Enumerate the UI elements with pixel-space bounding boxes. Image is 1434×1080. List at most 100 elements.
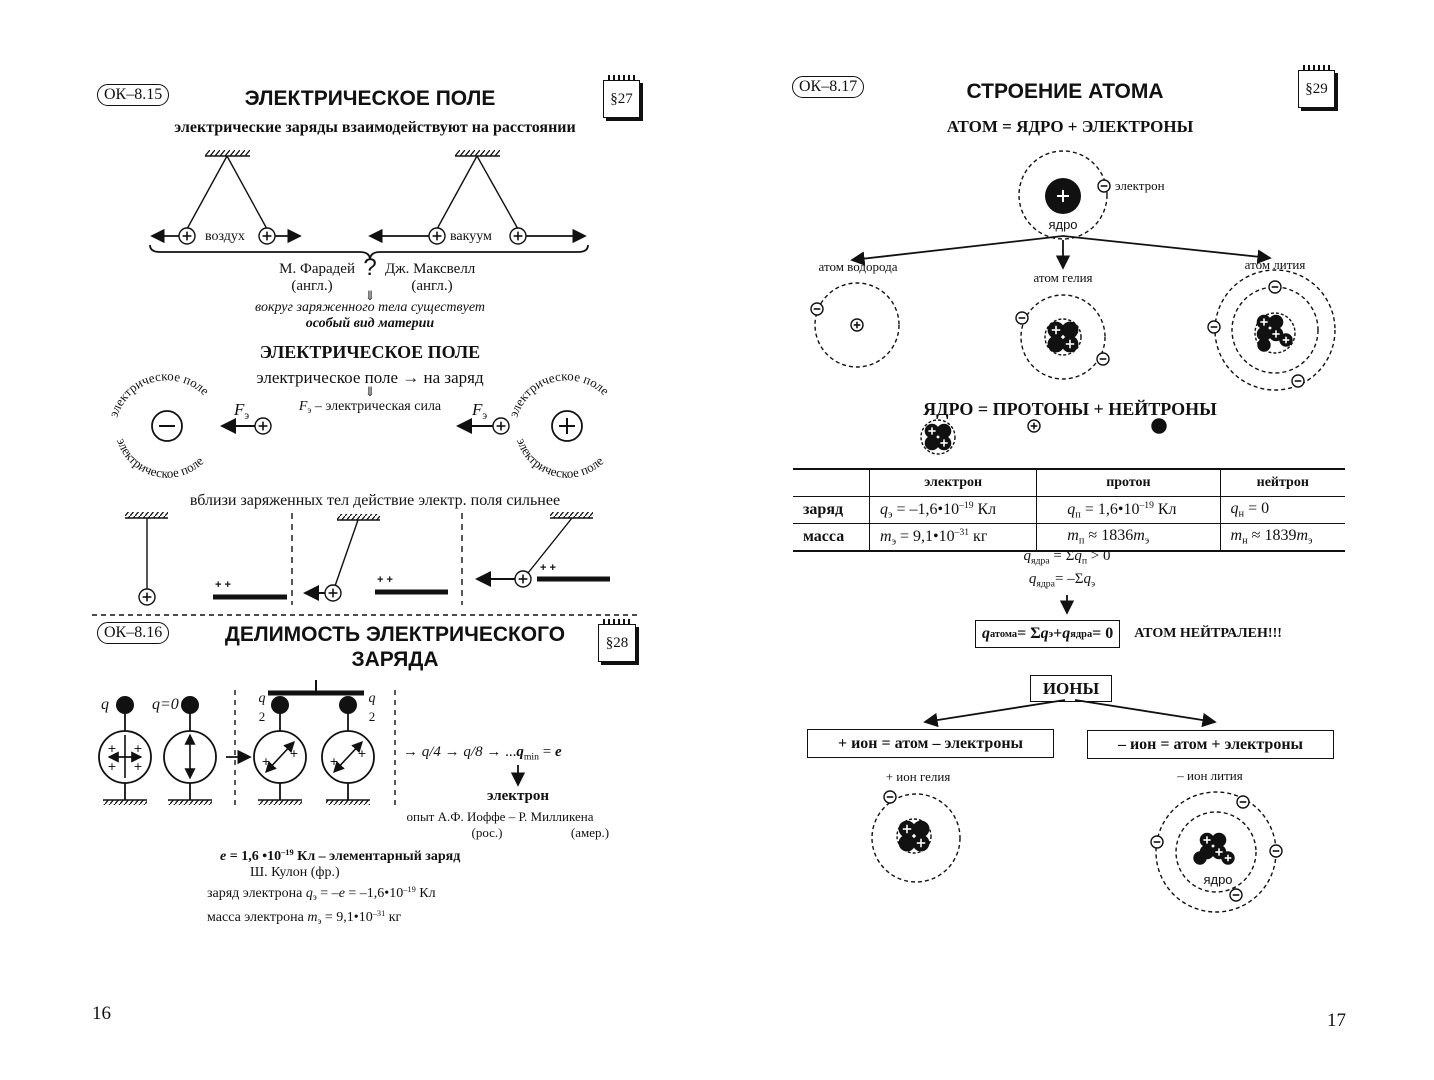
proton-icon: [428, 227, 446, 245]
formula-part: = Σ: [1017, 625, 1041, 642]
formula-part: атома: [990, 628, 1018, 640]
formula-part: заряд электрона: [207, 886, 306, 902]
formula-part: – электрическая сила: [311, 399, 442, 414]
formula-part: q: [1040, 625, 1049, 642]
formula-part: e: [220, 849, 227, 865]
formula-part: e: [338, 886, 345, 902]
table-header: электрон: [868, 469, 1037, 497]
formula-part: э: [1308, 535, 1313, 547]
formula-part: q: [1028, 571, 1037, 587]
ceiling-hatch: [125, 512, 168, 519]
formula-part: = 1,6•10: [1080, 500, 1140, 518]
formula-part: →: [403, 744, 422, 760]
formula-part: –31: [954, 526, 970, 538]
formula-part: m: [1230, 527, 1243, 545]
brace: [149, 244, 589, 261]
electron-label: электрон: [1115, 178, 1165, 193]
paragraph-notepad-icon: §27: [603, 75, 640, 118]
helium-label: атом гелия: [1033, 270, 1093, 285]
proton-icon: [912, 834, 930, 852]
section-code-8-15: ОК–8.15: [97, 84, 170, 106]
paragraph-notepad-icon: §28: [598, 619, 636, 662]
plus-plus-label-2: + +: [377, 574, 393, 586]
proton-icon: [1047, 321, 1065, 339]
formula-part: –19: [959, 499, 974, 511]
electron-charge-formula: заряд электрона qэ = –e = –1,6•10–19 Кл: [207, 885, 436, 902]
formula-part: ядра: [1036, 578, 1056, 590]
proton-icon: [936, 435, 952, 451]
formula-part: +: [1053, 625, 1063, 642]
formula-part: q: [305, 886, 313, 902]
formula-part: э: [1144, 535, 1150, 547]
formula-part: e: [554, 744, 562, 760]
elementary-charge: e = 1,6 •10–19 Кл – элементарный заряд: [220, 848, 460, 865]
implies-arrow: ⇓: [364, 288, 376, 303]
electron-icon: [1015, 311, 1029, 325]
electron-icon: [810, 302, 824, 316]
nucleus-label: ядро: [1203, 872, 1233, 887]
plus-plus-label-3: + +: [540, 562, 556, 574]
faraday-label: М. Фарадей: [279, 261, 355, 277]
field-arc-text: электрическое поле: [514, 436, 606, 481]
plus-sign-icon: +: [133, 742, 142, 755]
formula-part: э: [1090, 578, 1096, 590]
plus-plus-label-1: + +: [215, 579, 231, 591]
formula-part: = 9,1•10: [321, 910, 373, 926]
proton-icon: [1279, 333, 1293, 347]
section-title-line-2: ЗАРЯДА: [351, 648, 439, 671]
negative-ion-box: – ион = атом + электроны: [1087, 730, 1334, 759]
electroscope-icon: [163, 696, 217, 805]
electron-icon: [1207, 320, 1221, 334]
force-definition: Fэ – электрическая сила: [299, 400, 441, 415]
formula-part: п: [1078, 535, 1085, 547]
proton-icon: [1199, 832, 1215, 848]
positive-charge-icon: [551, 410, 583, 442]
proton-icon: [492, 417, 510, 435]
force-label-left: Fэ: [234, 401, 249, 422]
field-arc-text: электрическое поле: [114, 436, 206, 481]
electron-icon: [1097, 179, 1111, 193]
formula-part: q: [1083, 571, 1091, 587]
formula-part: э: [244, 409, 250, 422]
formula-part: = 9,1•10: [896, 527, 955, 545]
table-header: протон: [1036, 469, 1221, 497]
neutron-icon: [1061, 321, 1079, 339]
lithium-ion-orbit-inner: [1175, 811, 1257, 893]
formula-part: э: [891, 536, 897, 548]
nucleus-charge-formula: qядра = Σqп > 0: [1023, 549, 1110, 566]
electron-icon: [1096, 352, 1110, 366]
field-arc-text: электрическое поле: [506, 368, 613, 419]
ceiling-hatch: [550, 512, 593, 519]
formula-part: →: [440, 744, 464, 760]
formula-part: = 0: [1244, 500, 1270, 518]
proton-icon: [850, 318, 864, 332]
electron-mass-formula: масса электрона mэ = 9,1•10–31 кг: [207, 909, 401, 926]
coulomb-text: Ш. Кулон (фр.): [250, 865, 340, 880]
near-bodies-text: вблизи заряженных тел действие электр. п…: [189, 492, 561, 509]
proton-icon: [258, 227, 276, 245]
formula-part: m: [1067, 527, 1079, 545]
formula-part: F: [234, 400, 245, 419]
force-label-right: Fэ: [472, 401, 487, 422]
formula-part: = –1,6•10: [344, 886, 404, 902]
proton-icon: [509, 227, 527, 245]
formula-part: q: [516, 744, 524, 760]
formula-part: н: [1238, 508, 1245, 520]
formula-part: Кл: [1153, 500, 1177, 518]
half-charge-num: q: [258, 691, 266, 706]
proton-icon: [1027, 419, 1041, 433]
ions-box: ИОНЫ: [1030, 675, 1112, 702]
plus-sign-icon: +: [107, 760, 116, 773]
formula-part: F: [298, 399, 308, 414]
formula-part: = –Σ: [1055, 571, 1084, 587]
nucleus-equation: ЯДРО = ПРОТОНЫ + НЕЙТРОНЫ: [923, 399, 1217, 419]
half-charge-den: 2: [258, 709, 266, 724]
formula-part: q: [880, 500, 888, 518]
atom-neutral-text: АТОМ НЕЙТРАЛЕН!!!: [1134, 626, 1282, 641]
formula-part: q: [1230, 500, 1239, 518]
ioffe-country: (рос.): [471, 825, 503, 840]
table-row: заряд qэ = –1,6•10–19 Кл qп = 1,6•10–19 …: [793, 496, 1345, 524]
plus-sign-icon: +: [133, 760, 142, 773]
table-cell: qэ = –1,6•10–19 Кл: [868, 496, 1037, 524]
